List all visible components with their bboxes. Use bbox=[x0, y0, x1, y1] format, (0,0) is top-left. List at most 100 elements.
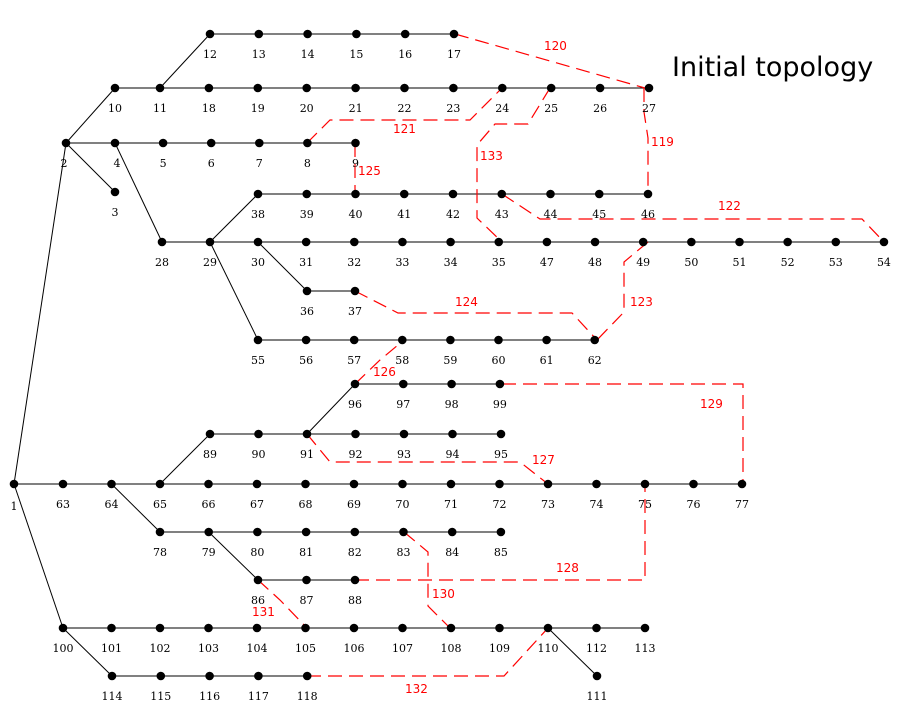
bus-node-39 bbox=[302, 189, 312, 199]
bus-node-46 bbox=[643, 189, 653, 199]
bus-label: 93 bbox=[397, 448, 411, 461]
bus-node-58 bbox=[398, 335, 407, 345]
bus-node-15 bbox=[352, 29, 361, 39]
tie-line-labels: 1191201211221231241251261271281291301311… bbox=[252, 39, 741, 696]
bus-node-20 bbox=[302, 83, 312, 93]
bus-node-62 bbox=[590, 335, 599, 345]
bus-node-83 bbox=[399, 527, 408, 537]
bus-label: 58 bbox=[395, 354, 409, 367]
bus-label: 62 bbox=[588, 354, 602, 367]
bus-label: 118 bbox=[297, 690, 318, 703]
bus-label: 54 bbox=[877, 256, 891, 269]
bus-node-41 bbox=[399, 189, 409, 199]
bus-node-110 bbox=[543, 623, 553, 633]
bus-node-73 bbox=[543, 479, 553, 489]
bus-label: 46 bbox=[641, 208, 655, 221]
bus-node-116 bbox=[205, 671, 214, 681]
tie-line-128 bbox=[355, 484, 646, 581]
bus-label: 29 bbox=[203, 256, 217, 269]
bus-label: 19 bbox=[251, 102, 265, 115]
bus-label: 9 bbox=[352, 157, 359, 170]
bus-node-4 bbox=[110, 138, 120, 148]
bus-label: 108 bbox=[441, 642, 462, 655]
bus-label: 27 bbox=[642, 102, 656, 115]
bus-label: 25 bbox=[544, 102, 558, 115]
branch-1-100 bbox=[13, 483, 64, 629]
bus-label: 79 bbox=[202, 546, 216, 559]
bus-label: 51 bbox=[733, 256, 747, 269]
bus-node-75 bbox=[640, 479, 650, 489]
tie-line-132 bbox=[307, 627, 549, 677]
bus-label: 8 bbox=[304, 157, 311, 170]
bus-label: 13 bbox=[252, 48, 266, 61]
bus-label: 87 bbox=[300, 594, 314, 607]
bus-node-33 bbox=[398, 237, 407, 247]
bus-label: 72 bbox=[493, 498, 507, 511]
bus-label: 109 bbox=[489, 642, 510, 655]
bus-node-21 bbox=[351, 83, 360, 93]
bus-node-84 bbox=[447, 527, 457, 537]
branch-91-96 bbox=[306, 383, 356, 435]
bus-node-64 bbox=[107, 479, 116, 489]
bus-node-68 bbox=[301, 479, 310, 489]
bus-node-78 bbox=[155, 527, 165, 537]
tie-lines bbox=[257, 33, 885, 677]
bus-label: 55 bbox=[251, 354, 265, 367]
bus-label: 44 bbox=[544, 208, 558, 221]
bus-label: 112 bbox=[586, 642, 607, 655]
bus-node-90 bbox=[254, 429, 263, 439]
bus-node-30 bbox=[253, 237, 263, 247]
bus-label: 83 bbox=[397, 546, 411, 559]
bus-node-6 bbox=[206, 138, 216, 148]
bus-node-67 bbox=[252, 479, 262, 489]
bus-node-14 bbox=[303, 29, 312, 39]
bus-node-99 bbox=[495, 379, 505, 389]
bus-label: 69 bbox=[347, 498, 361, 511]
tie-line-label: 130 bbox=[432, 587, 455, 601]
bus-node-76 bbox=[689, 479, 698, 489]
bus-label: 63 bbox=[56, 498, 70, 511]
bus-label: 3 bbox=[112, 206, 119, 219]
bus-label: 50 bbox=[684, 256, 698, 269]
bus-label: 60 bbox=[492, 354, 506, 367]
branch-2-3 bbox=[65, 142, 116, 193]
bus-label: 2 bbox=[61, 157, 68, 170]
bus-node-1 bbox=[9, 479, 19, 489]
bus-node-109 bbox=[495, 623, 504, 633]
bus-label: 91 bbox=[300, 448, 314, 461]
bus-label: 106 bbox=[344, 642, 365, 655]
bus-node-3 bbox=[110, 187, 120, 197]
tie-line-label: 132 bbox=[405, 682, 428, 696]
tie-line-126 bbox=[354, 339, 405, 385]
tie-line-121 bbox=[306, 87, 503, 144]
bus-node-26 bbox=[595, 83, 605, 93]
bus-node-44 bbox=[546, 189, 555, 199]
bus-node-8 bbox=[303, 138, 312, 148]
tie-line-label: 128 bbox=[556, 561, 579, 575]
bus-label: 48 bbox=[588, 256, 602, 269]
bus-node-94 bbox=[448, 429, 457, 439]
bus-node-57 bbox=[349, 335, 359, 345]
bus-label: 12 bbox=[203, 48, 217, 61]
bus-label: 81 bbox=[299, 546, 313, 559]
branch-65-89 bbox=[159, 433, 211, 485]
bus-label: 21 bbox=[349, 102, 363, 115]
bus-label: 71 bbox=[444, 498, 458, 511]
bus-node-36 bbox=[302, 286, 312, 296]
bus-label: 92 bbox=[349, 448, 363, 461]
bus-node-92 bbox=[351, 429, 360, 439]
bus-node-13 bbox=[254, 29, 264, 39]
bus-node-118 bbox=[302, 671, 312, 681]
tie-line-label: 125 bbox=[358, 164, 381, 178]
bus-node-54 bbox=[879, 237, 889, 247]
bus-label: 45 bbox=[592, 208, 606, 221]
bus-node-59 bbox=[446, 335, 455, 345]
bus-node-111 bbox=[592, 671, 602, 681]
bus-label: 32 bbox=[347, 256, 361, 269]
bus-node-103 bbox=[204, 623, 213, 633]
bus-label: 53 bbox=[829, 256, 843, 269]
bus-node-51 bbox=[735, 237, 744, 247]
bus-label: 7 bbox=[256, 157, 263, 170]
bus-label: 115 bbox=[150, 690, 171, 703]
bus-label: 34 bbox=[444, 256, 458, 269]
